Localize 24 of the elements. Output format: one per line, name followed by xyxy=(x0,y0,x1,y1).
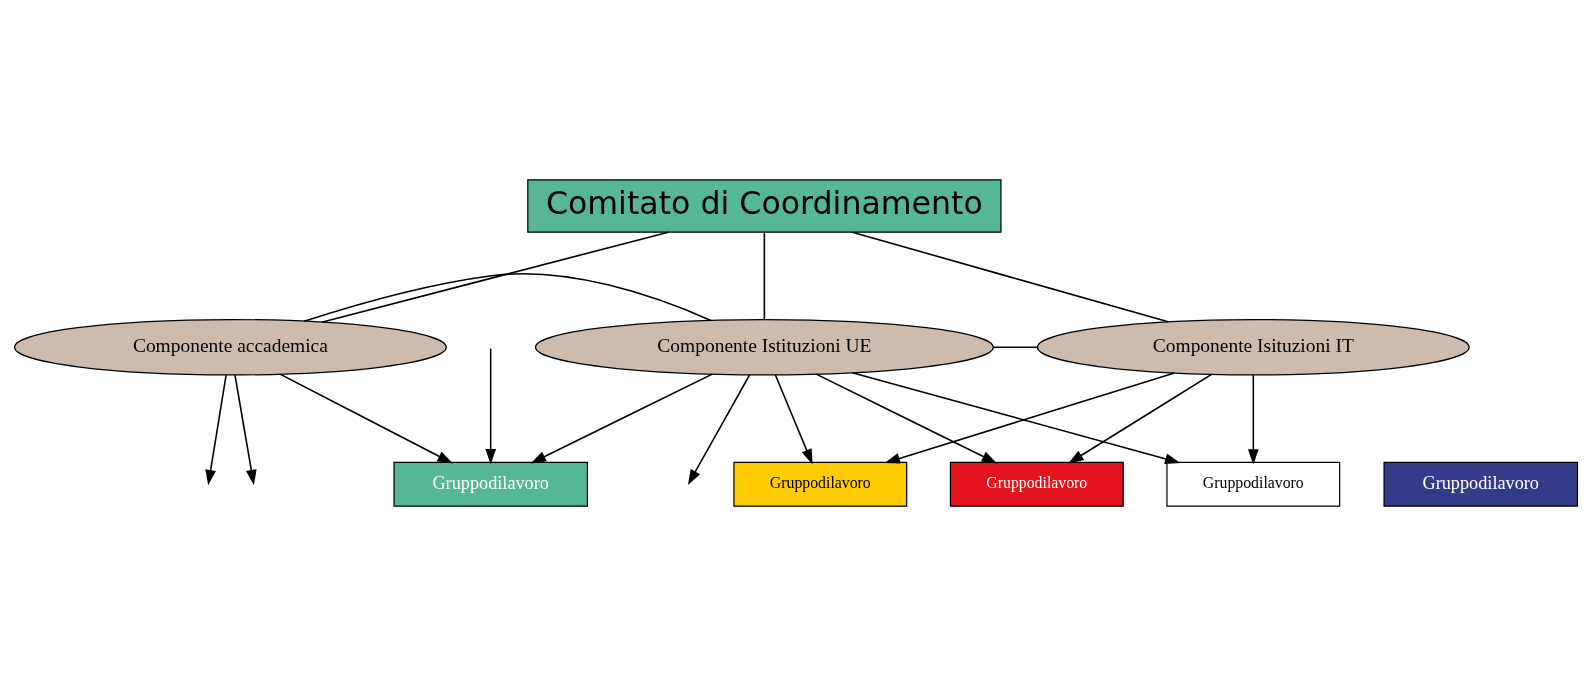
arrow xyxy=(687,373,751,485)
arrow xyxy=(1247,374,1259,465)
arrow xyxy=(234,374,257,486)
node-box: Gruppodilavoro xyxy=(1383,461,1579,507)
node-ellipse: Componente Isituzioni IT xyxy=(1036,318,1470,376)
arrow xyxy=(774,374,813,465)
node-box: Gruppodilavoro xyxy=(733,461,908,507)
arrow xyxy=(1068,373,1213,464)
connector xyxy=(320,231,670,324)
arrow xyxy=(815,373,998,464)
arrow xyxy=(279,373,453,464)
arrow xyxy=(205,374,227,486)
arrow xyxy=(485,347,497,465)
connector xyxy=(763,231,766,321)
connector xyxy=(303,273,712,323)
arrow xyxy=(530,373,714,464)
node-box: Gruppodilavoro xyxy=(1166,461,1341,507)
connector xyxy=(992,346,1038,349)
connector xyxy=(851,231,1169,323)
node-ellipse: Componente accademica xyxy=(13,318,447,376)
node-ellipse: Componente Istituzioni UE xyxy=(534,318,994,376)
node-box: Gruppodilavoro xyxy=(949,461,1124,507)
node-box: Comitato di Coordinamento xyxy=(527,179,1002,233)
node-box: Gruppodilavoro xyxy=(393,461,588,507)
